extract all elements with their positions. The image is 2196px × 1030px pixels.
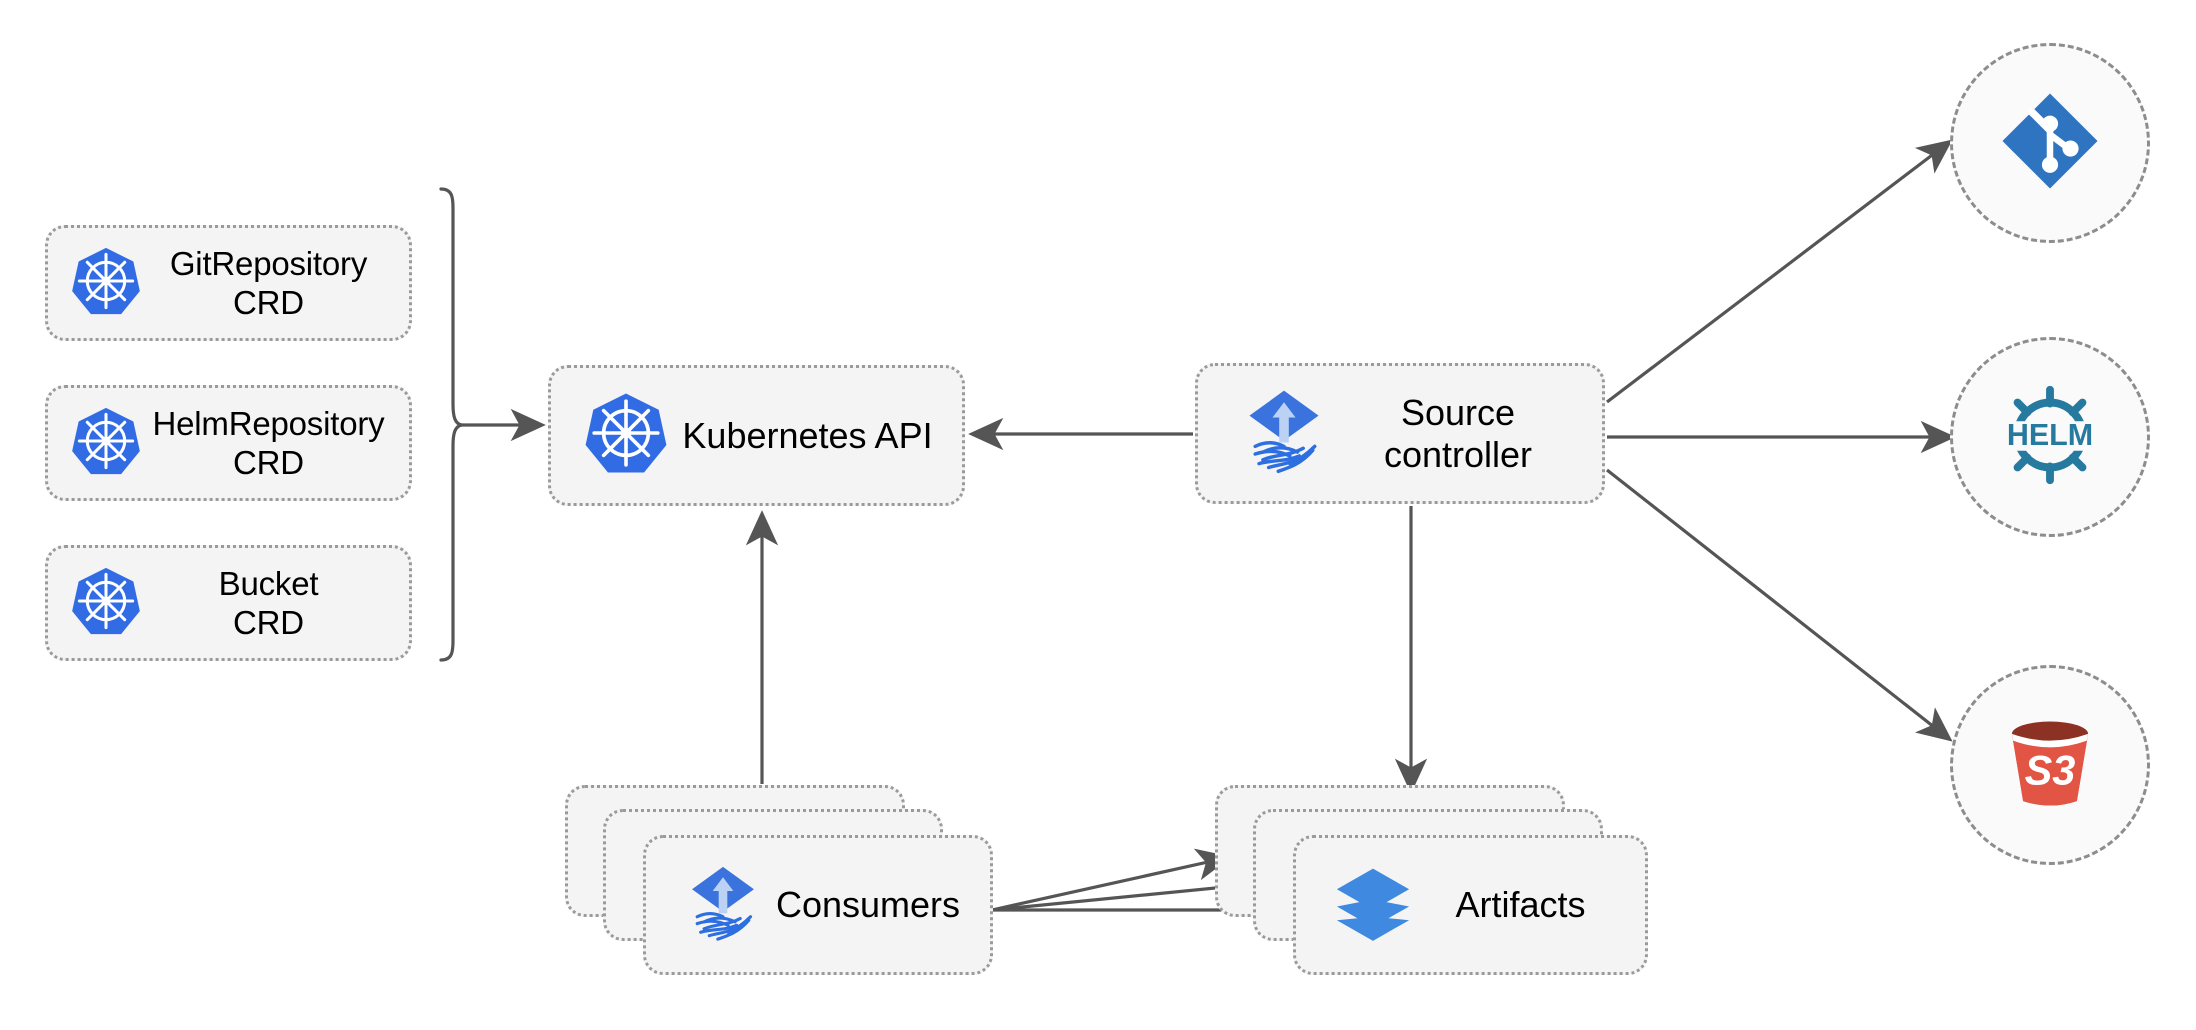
flux-icon	[1236, 383, 1332, 484]
kubernetes-icon	[70, 245, 142, 322]
artifacts-node[interactable]: Artifacts	[1215, 785, 1715, 985]
edge-source-controller-to-s3	[1606, 468, 1953, 742]
crd-group-brace	[439, 187, 464, 662]
kubernetes-icon	[583, 390, 669, 481]
edge-source-controller-to-git	[1606, 139, 1953, 404]
consumers-label: Consumers	[775, 884, 961, 925]
s3-backend-node[interactable]: S3	[1950, 665, 2150, 865]
artifacts-label: Artifacts	[1455, 884, 1586, 925]
git-icon	[1996, 87, 2104, 200]
consumers-stack-card-front[interactable]: Consumers	[643, 835, 993, 975]
helm-backend-node[interactable]: HELM	[1950, 337, 2150, 537]
kubernetes-icon	[70, 565, 142, 642]
kubernetes-api-node[interactable]: Kubernetes API	[548, 365, 965, 506]
helm-icon: HELM	[1991, 376, 2109, 499]
consumers-node[interactable]: Consumers	[565, 785, 1065, 985]
git-backend-node[interactable]	[1950, 43, 2150, 243]
flux-icon	[680, 860, 766, 951]
artifacts-stack-card-front[interactable]: Artifacts	[1293, 835, 1648, 975]
s3-icon: S3	[1994, 707, 2106, 824]
layers-icon	[1330, 860, 1416, 951]
svg-text:HELM: HELM	[2007, 417, 2093, 451]
svg-text:S3: S3	[2025, 746, 2076, 793]
kubernetes-api-label: Kubernetes API	[682, 414, 933, 456]
kubernetes-icon	[70, 405, 142, 482]
